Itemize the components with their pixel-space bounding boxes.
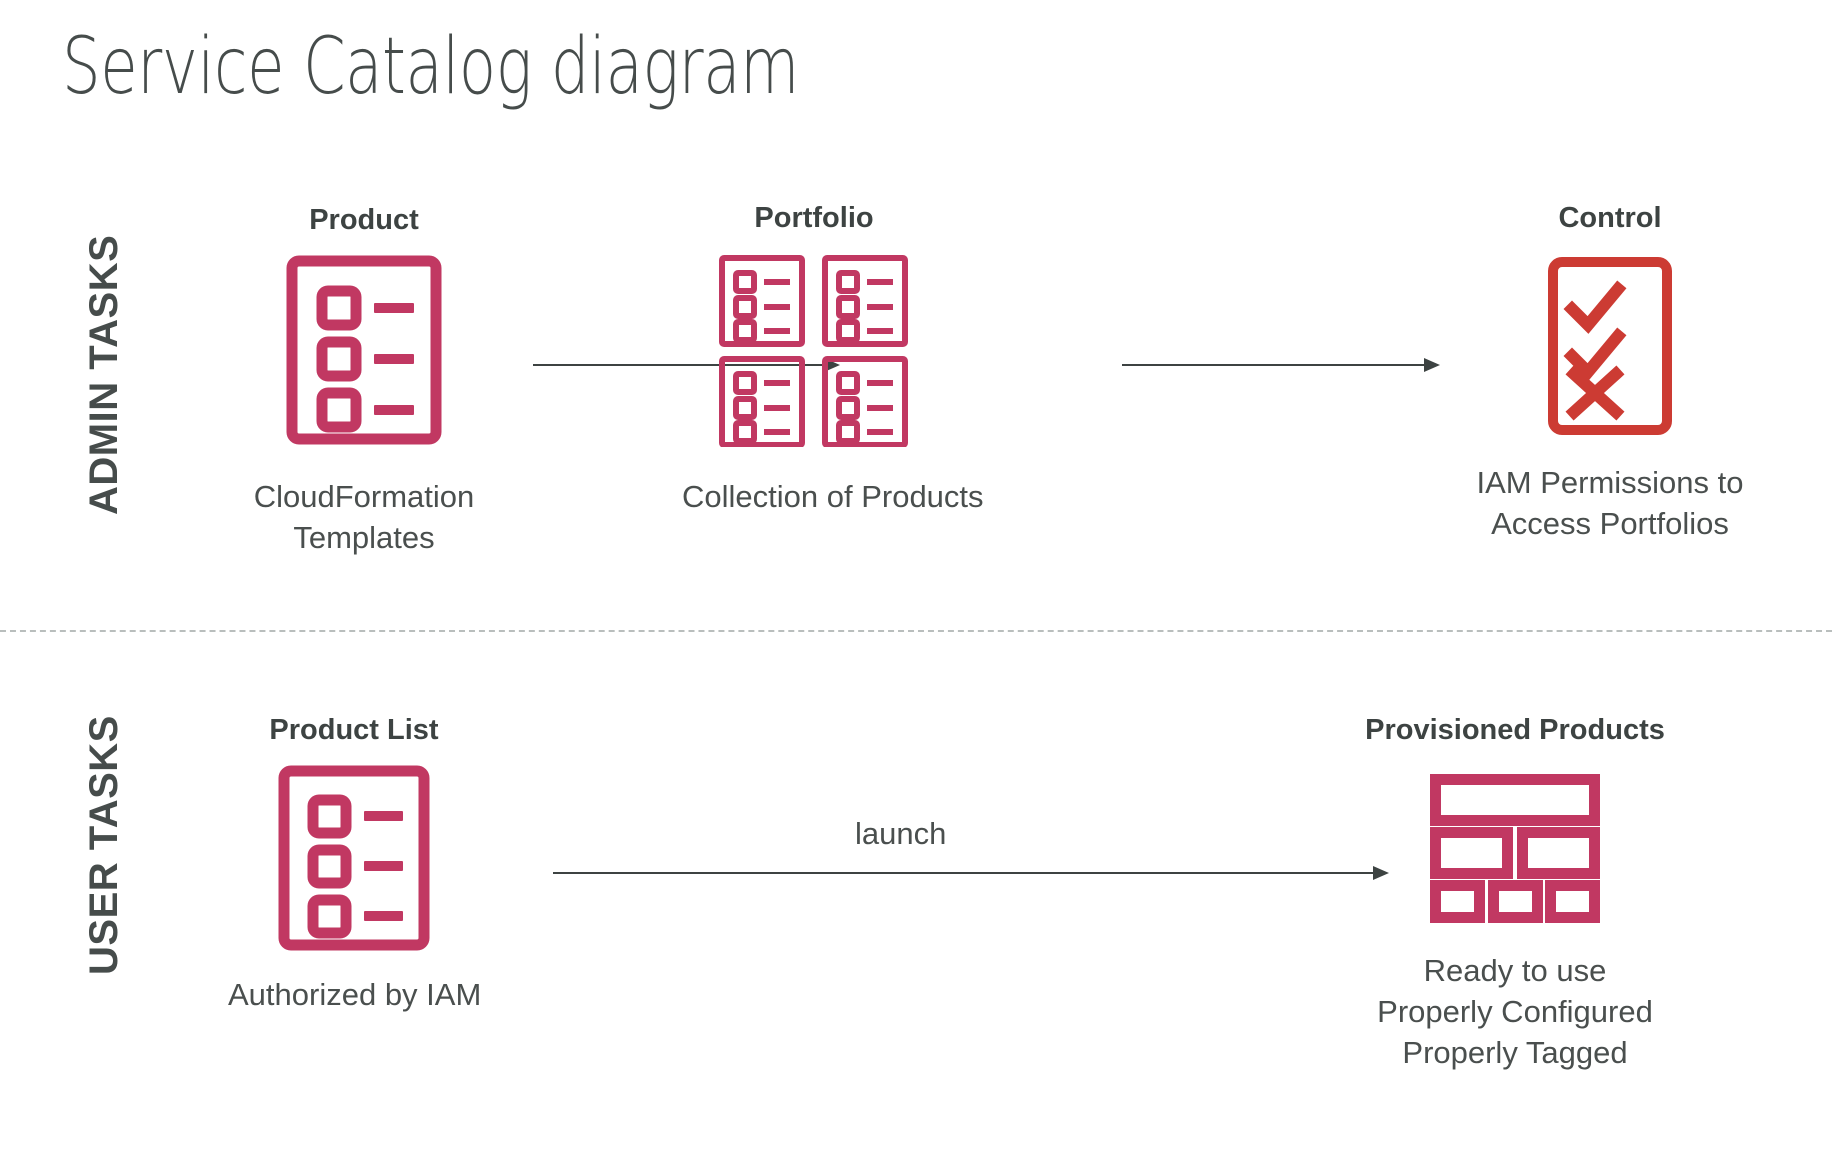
node-product-list-title: Product List: [269, 714, 439, 746]
node-control-caption-line1: IAM Permissions to: [1476, 464, 1744, 500]
node-provisioned-products-caption-line2: Properly Configured: [1377, 993, 1653, 1029]
lane-label-admin-tasks: ADMIN TASKS: [82, 234, 126, 515]
node-portfolio-title: Portfolio: [754, 202, 874, 234]
node-product-title: Product: [309, 204, 419, 236]
product-list-document-icon: [232, 255, 496, 445]
node-provisioned-products-caption-line3: Properly Tagged: [1402, 1034, 1628, 1070]
node-control-caption-line2: Access Portfolios: [1491, 505, 1729, 541]
provisioned-blocks-icon: [1330, 773, 1700, 923]
node-product-caption-line1: CloudFormation: [253, 478, 475, 514]
portfolio-grid-icon: [682, 253, 946, 447]
node-control-title: Control: [1558, 202, 1662, 234]
node-portfolio-caption-line1: Collection of Products: [682, 478, 984, 514]
node-provisioned-products[interactable]: Provisioned Products Ready to use Proper…: [1330, 714, 1700, 1074]
arrow-launch: [553, 866, 1389, 880]
checklist-control-icon: [1460, 256, 1760, 435]
lane-divider: [0, 630, 1832, 632]
node-product-list[interactable]: Product List Authorized by IAM: [228, 714, 482, 1016]
arrow-label-launch: launch: [855, 816, 947, 851]
node-portfolio[interactable]: Portfolio: [682, 202, 984, 518]
node-control[interactable]: Control IAM Permissions to Access Portfo…: [1460, 202, 1760, 545]
node-product-list-caption-line1: Authorized by IAM: [228, 976, 482, 1012]
node-provisioned-products-caption-line1: Ready to use: [1423, 952, 1607, 988]
lane-label-user-tasks: USER TASKS: [82, 715, 126, 975]
node-provisioned-products-title: Provisioned Products: [1365, 714, 1665, 746]
page-title: Service Catalog diagram: [62, 22, 799, 112]
node-product[interactable]: Product CloudFormation Templates: [232, 204, 496, 559]
node-product-caption-line2: Templates: [293, 519, 435, 555]
product-list-document-icon: [228, 765, 480, 951]
arrow-portfolio-to-control: [1122, 358, 1440, 372]
